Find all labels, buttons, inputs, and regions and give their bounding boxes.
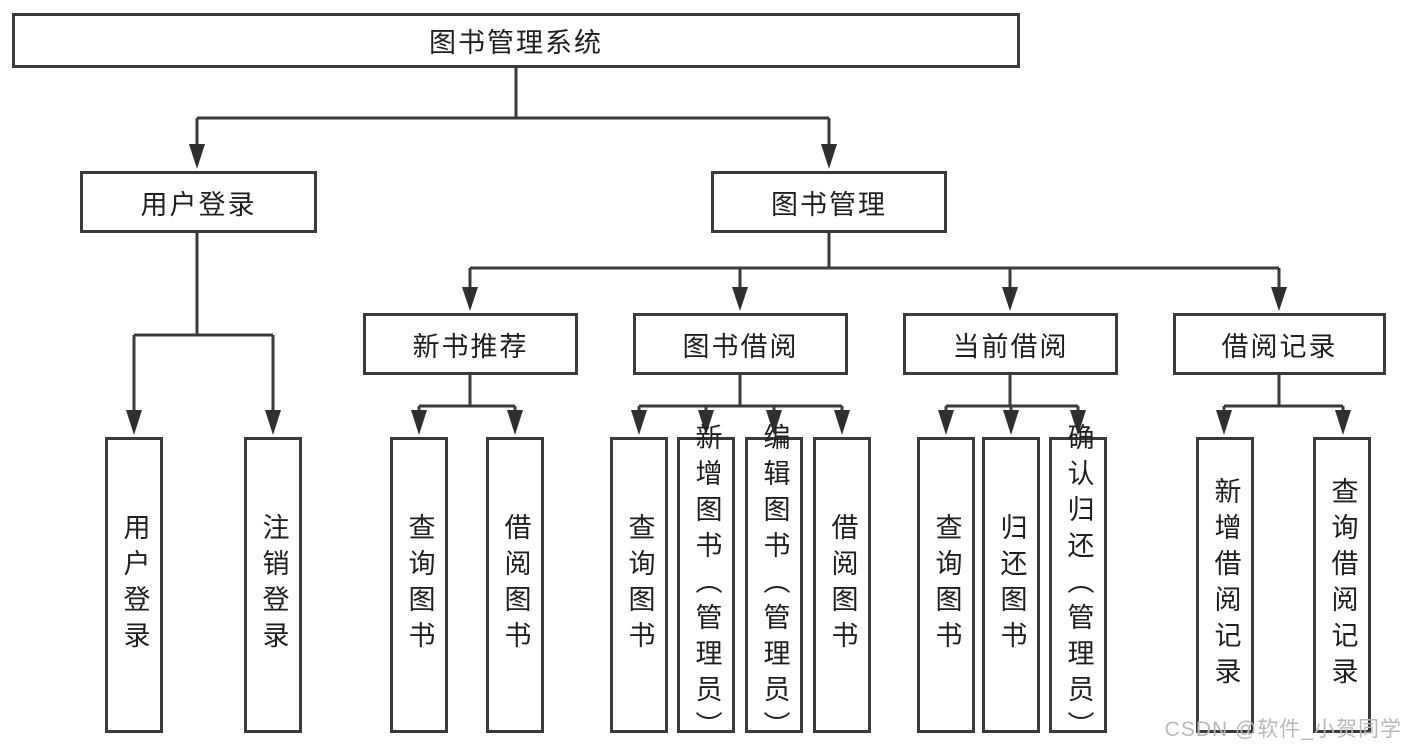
node-book-borrow: 图书借阅 bbox=[633, 313, 848, 375]
node-label: 注销登录 bbox=[258, 513, 289, 657]
leaf-borrow-books: 借阅图书 bbox=[813, 437, 871, 733]
node-book-management: 图书管理 bbox=[711, 171, 947, 233]
leaf-return-books: 归还图书 bbox=[982, 437, 1040, 733]
leaf-query-borrow-record: 查询借阅记录 bbox=[1313, 437, 1371, 733]
leaf-confirm-return-admin: 确认归还（管理员） bbox=[1049, 423, 1107, 747]
node-label: 用户登录 bbox=[140, 189, 257, 220]
leaf-query-books-borrow: 查询图书 bbox=[610, 437, 668, 733]
node-label: 新增图书（管理员） bbox=[691, 423, 722, 747]
node-label: 确认归还（管理员） bbox=[1063, 423, 1094, 747]
node-label: 用户登录 bbox=[119, 513, 150, 657]
node-label: 新书推荐 bbox=[412, 331, 529, 362]
node-label: 编辑图书（管理员） bbox=[759, 423, 790, 747]
node-label: 图书借阅 bbox=[682, 331, 799, 362]
leaf-logout: 注销登录 bbox=[244, 437, 302, 733]
node-label: 当前借阅 bbox=[952, 331, 1069, 362]
node-label: 图书管理 bbox=[771, 189, 887, 220]
csdn-watermark: CSDN @软件_小贺同学 bbox=[1164, 718, 1402, 741]
leaf-borrow-books-recommend: 借阅图书 bbox=[486, 437, 544, 733]
node-label: 借阅图书 bbox=[500, 513, 531, 657]
leaf-query-books-current: 查询图书 bbox=[917, 437, 975, 733]
node-label: 借阅图书 bbox=[827, 513, 858, 657]
node-user-login: 用户登录 bbox=[80, 171, 317, 233]
leaf-add-books-admin: 新增图书（管理员） bbox=[677, 423, 735, 747]
node-label: 新增借阅记录 bbox=[1210, 477, 1241, 693]
node-label: 图书管理系统 bbox=[429, 28, 603, 58]
node-label: 借阅记录 bbox=[1221, 331, 1338, 362]
node-system-root: 图书管理系统 bbox=[12, 13, 1020, 68]
node-label: 查询图书 bbox=[931, 513, 962, 657]
leaf-query-books-recommend: 查询图书 bbox=[390, 437, 448, 733]
node-label: 查询图书 bbox=[624, 513, 655, 657]
arrowhead-icons bbox=[126, 144, 1351, 435]
node-label: 归还图书 bbox=[996, 513, 1027, 657]
leaf-add-borrow-record: 新增借阅记录 bbox=[1196, 437, 1254, 733]
node-borrow-records: 借阅记录 bbox=[1173, 313, 1386, 375]
leaf-user-login: 用户登录 bbox=[105, 437, 163, 733]
node-new-book-recommend: 新书推荐 bbox=[363, 313, 578, 375]
node-label: 查询图书 bbox=[404, 513, 435, 657]
node-current-borrow: 当前借阅 bbox=[903, 313, 1118, 375]
node-label: 查询借阅记录 bbox=[1327, 477, 1358, 693]
leaf-edit-books-admin: 编辑图书（管理员） bbox=[745, 423, 803, 747]
